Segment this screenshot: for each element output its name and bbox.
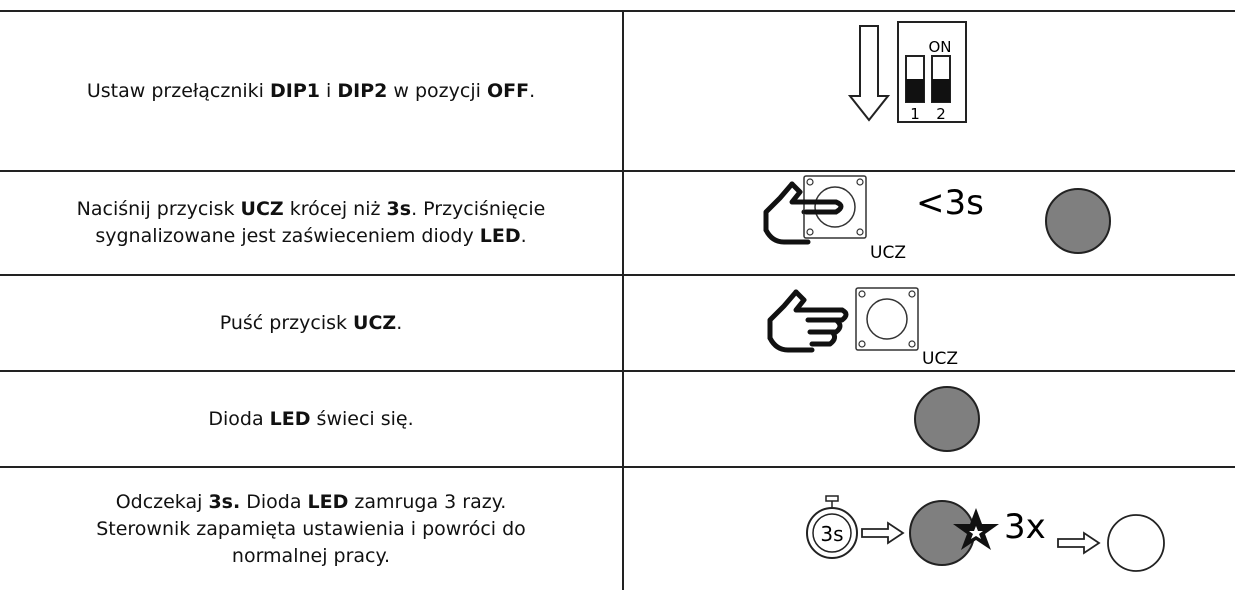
stopwatch-icon: 3s (806, 495, 858, 559)
row-divider (0, 274, 1235, 276)
row-divider (0, 370, 1235, 372)
instruction-text: Ustaw przełączniki DIP1 i DIP2 w pozycji… (86, 79, 536, 102)
step-1-instruction: Ustaw przełączniki DIP1 i DIP2 w pozycji… (0, 12, 622, 170)
dip-on-label: ON (928, 38, 951, 56)
stopwatch-label: 3s (820, 522, 843, 546)
pointing-hand-finger-icon (797, 199, 844, 215)
dip-switch-2 (931, 55, 951, 103)
arrow-right-icon (861, 521, 905, 545)
ucz-button-icon (803, 175, 867, 239)
step-4-instruction: Dioda LED świeci się. (0, 372, 622, 466)
step-4-graphic (624, 372, 1235, 466)
step-1-graphic: ON 1 2 (624, 12, 1235, 170)
instruction-text: Dioda LED świeci się. (208, 407, 414, 430)
press-time-label: <3s (916, 183, 984, 223)
row-divider (0, 466, 1235, 468)
ucz-button-label: UCZ (870, 243, 906, 263)
instruction-text: Puść przycisk UCZ. (219, 311, 403, 334)
step-5-graphic: 3s 3x (624, 468, 1235, 590)
dip-switch-1 (905, 55, 925, 103)
step-2-instruction: Naciśnij przycisk UCZ krócej niż 3s. Prz… (0, 172, 622, 274)
dip-switch-diagram: ON 1 2 (847, 21, 967, 123)
row-divider (0, 10, 1235, 12)
dip-switch-2-label: 2 (936, 105, 946, 123)
step-2-graphic: UCZ <3s (624, 172, 1235, 274)
pointing-hand-released-icon (767, 289, 849, 353)
led-off-icon (1107, 514, 1165, 572)
blink-count-label: 3x (1004, 507, 1046, 547)
arrow-down-icon (847, 25, 891, 122)
blink-star-icon (953, 508, 999, 550)
instruction-text: Odczekaj 3s. Dioda LED zamruga 3 razy.St… (96, 490, 526, 567)
step-5-instruction: Odczekaj 3s. Dioda LED zamruga 3 razy.St… (0, 468, 622, 590)
ucz-button-label: UCZ (922, 349, 958, 369)
led-on-icon (1045, 188, 1111, 254)
column-divider (622, 10, 624, 590)
step-3-instruction: Puść przycisk UCZ. (0, 276, 622, 370)
arrow-right-icon (1057, 531, 1101, 555)
dip-switch-1-label: 1 (910, 105, 920, 123)
instruction-text: Naciśnij przycisk UCZ krócej niż 3s. Prz… (76, 198, 546, 247)
led-blinking-icon (909, 500, 975, 566)
step-3-graphic: UCZ (624, 276, 1235, 370)
ucz-button-icon (855, 287, 919, 351)
dip-switch-icon: ON 1 2 (897, 21, 967, 123)
row-divider (0, 170, 1235, 172)
led-on-icon (914, 386, 980, 452)
